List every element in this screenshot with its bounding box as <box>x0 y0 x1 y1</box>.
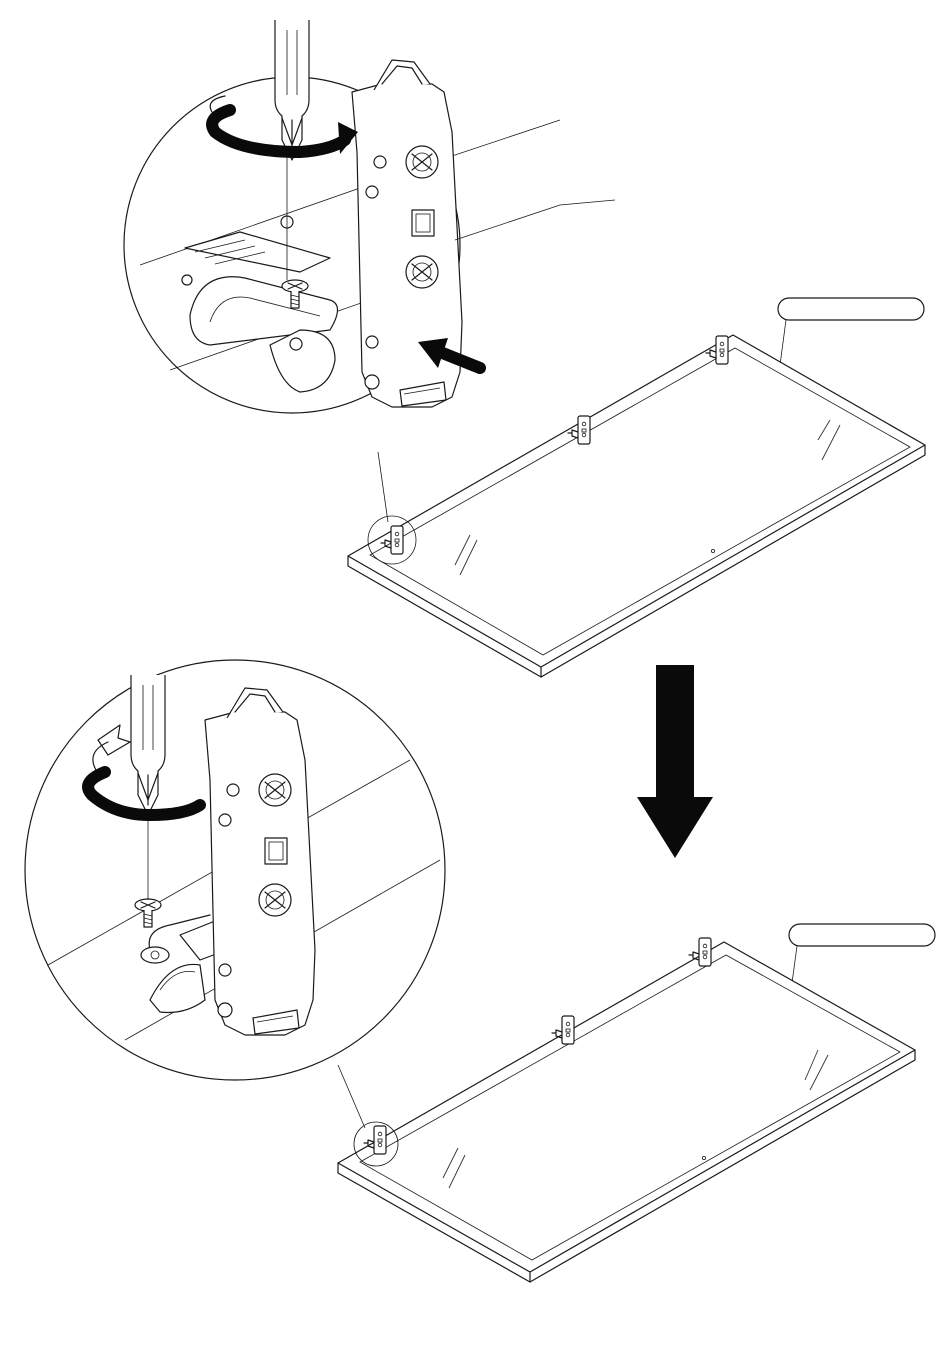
down-arrow-icon <box>637 665 713 858</box>
zoom-circle-top <box>124 20 615 413</box>
door-panel-bottom <box>338 938 915 1282</box>
step-before <box>124 20 925 677</box>
mounting-plate <box>185 232 330 272</box>
part-label-bottom <box>789 924 935 946</box>
rotate-arrow-icon <box>98 725 130 755</box>
step-after <box>25 660 935 1282</box>
part-leader-line <box>455 200 615 240</box>
zoom-circle-bottom <box>25 660 445 1080</box>
part-label-top <box>778 298 924 320</box>
